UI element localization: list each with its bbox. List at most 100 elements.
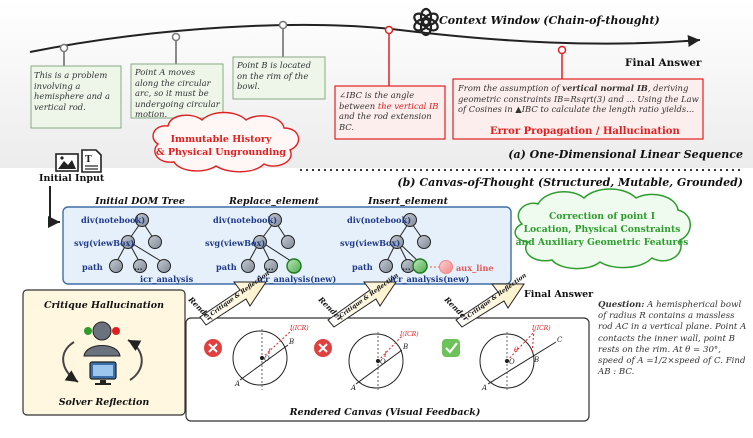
tree-title-1: Initial DOM Tree [94,196,185,207]
geo-b-2: B [402,343,408,351]
note-text-2: Point A moves along the circular arc, so… [135,67,220,119]
cloud-text-1: Immutable History [171,134,272,145]
note5-part-1: From the assumption of [458,83,563,93]
timeline-pin-2 [171,32,181,64]
geo-ic-2: I(ICR) [399,331,419,338]
label-svg-2: svg(viewBox) [205,238,265,248]
timeline-pin-5 [557,45,567,79]
note-box-3 [232,56,326,100]
geo-b-3: B [533,356,539,364]
section-b-title: (b) Canvas-of-Thought (Structured, Mutab… [397,176,743,189]
geo-a-3: A [481,384,487,392]
geo-b-1: B [288,338,294,346]
label-div-2: div(notebook) [213,215,277,225]
tree-labels: div(notebook) svg(viewBox) path ... icr_… [74,215,494,284]
note-box-4 [334,85,446,140]
tree-title-2: Replace_element [228,196,320,207]
cycle-arrow-right [127,339,143,381]
check-icon [442,339,460,357]
geo-o-2: O [380,358,386,366]
green-cloud-line-2: Location, Physical Constraints [524,224,681,235]
input-flow-arrow [48,186,60,228]
tree-title-3: Insert_element [367,196,449,207]
node-aux-line [439,260,453,274]
critique-arrow-3 [455,283,525,328]
note4-part-1: ∠IBC is the angle between [339,90,415,111]
solver-reflection-label: Solver Reflection [59,397,150,408]
openai-logo-icon [413,7,439,37]
label-svg-3: svg(viewBox) [340,238,400,248]
node-icr-new-2 [412,258,428,274]
final-answer-top: Final Answer [625,57,702,69]
question-text: Question: A hemispherical bowl of radius… [598,300,748,378]
monitor-icon [89,361,117,385]
label-icr-new-2: icr_analysis(new) [390,274,469,284]
label-icr-1: icr_analysis [140,274,194,284]
label-dots-1: ... [134,262,143,272]
tree-nodes [109,213,431,273]
green-cloud-line-3: and Auxiliary Geometric Features [516,237,689,248]
timeline-pin-4 [384,25,394,87]
note4-part-3: and the rod extension BC. [339,111,432,132]
label-div-3: div(notebook) [347,215,411,225]
cycle-arrow-left [62,341,79,383]
green-cloud-line-1: Correction of point I [549,211,655,222]
timeline-pin-1 [59,43,69,66]
geo-o-1: O [264,355,270,363]
section-a-title: (a) One-Dimensional Linear Sequence [508,148,743,161]
label-aux-line: aux_line [456,263,494,273]
geo-c-3: C [557,336,563,344]
note4-part-2: the vertical IB [377,100,439,111]
note-text-1: This is a problem involving a hemisphere… [34,70,111,112]
label-path-2: path [216,262,237,272]
geo-o-3: O [509,358,515,366]
user-avatar-icon [83,321,121,357]
node-icr-new-1 [286,258,302,274]
geo-a-2: A [350,384,356,392]
error-label: Error Propagation / Hallucination [490,126,680,137]
geometry-sketch-3 [479,329,557,392]
geo-theta-3: θ [514,346,519,354]
cloud-text-2: & Physical Ungrounding [156,147,286,158]
text-input-icon: T [81,149,102,173]
rendered-canvas-box [185,317,590,422]
geo-i-1: I [267,348,271,356]
green-cloud [514,188,691,270]
label-path-3: path [352,262,373,272]
rendered-canvas-label: Rendered Canvas (Visual Feedback) [289,407,481,418]
geo-ic-1: I(ICR) [289,325,309,332]
question-label: Question: [598,300,645,310]
note-text-4: ∠IBC is the angle between the vertical I… [339,90,443,132]
critique-arrow-1 [199,281,267,326]
critique-hallucination-label: Critique Hallucination [44,300,164,311]
geometry-labels: O A B I(ICR) I O A B I(ICR) I O A B C I(… [234,325,563,392]
red-cloud [152,111,300,173]
geo-i-2: I [383,351,387,359]
geo-a-1: A [234,380,240,388]
geo-ic-3: I(ICR) [531,325,551,332]
initial-input-label: Initial Input [39,173,105,184]
context-window-label: Context Window (Chain-of-thought) [439,14,660,27]
geometry-sketch-2 [348,332,404,392]
label-svg-1: svg(viewBox) [74,238,134,248]
note-box-5 [452,78,704,140]
image-input-icon [55,153,79,172]
note5-part-2: vertical normal IB [562,83,648,93]
note5-part-3: , deriving geometric constraints IB=Rsqr… [458,83,699,114]
geometry-sketch-1 [232,329,293,390]
timeline-curve [29,23,701,53]
error-icon-1 [204,339,222,357]
note-text-5: From the assumption of vertical normal I… [458,83,700,115]
question-body: A hemispherical bowl of radius R contain… [598,300,747,378]
critique-arrow-2 [327,281,397,328]
note-text-3: Point B is located on the rim of the bow… [237,60,311,91]
label-dots-2: ... [265,262,274,272]
svg-text:T: T [85,155,92,165]
note-box-1 [30,65,122,129]
label-icr-new-1: icr_analysis(new) [257,274,336,284]
label-dots-3: ... [402,262,411,272]
final-answer-bottom: Final Answer [524,289,594,300]
label-path-1: path [82,262,103,272]
